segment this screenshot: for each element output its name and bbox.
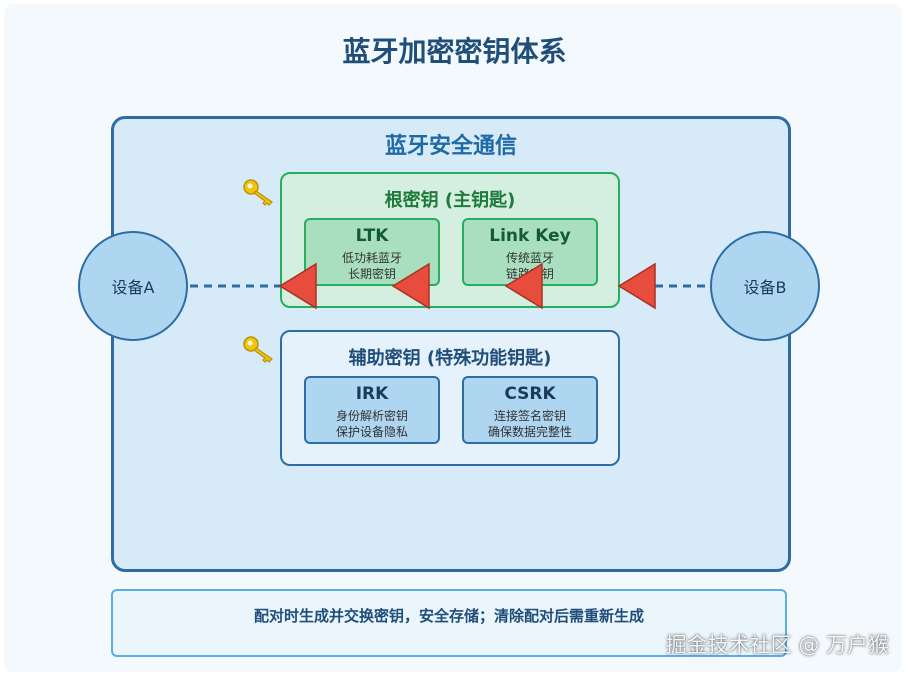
watermark: 掘金技术社区 @ 万户猴 xyxy=(665,633,889,657)
csrk-key-name: CSRK xyxy=(504,384,556,404)
irk-key-desc-line1: 身份解析密钥 xyxy=(335,409,408,423)
device-b-label: 设备B xyxy=(743,278,787,297)
panel-title: 蓝牙安全通信 xyxy=(384,134,517,159)
csrk-key-desc-line2: 确保数据完整性 xyxy=(487,425,572,439)
csrk-key-desc-line1: 连接签名密钥 xyxy=(493,409,566,423)
ltk-key-desc-line2: 长期密钥 xyxy=(347,267,396,281)
key-icon xyxy=(243,179,273,206)
device-a-label: 设备A xyxy=(111,278,155,297)
footer-note-text: 配对时生成并交换密钥，安全存储；清除配对后需重新生成 xyxy=(253,607,644,625)
irk-key-box: IRK 身份解析密钥 保护设备隐私 xyxy=(304,376,440,444)
ltk-key-desc-line1: 低功耗蓝牙 xyxy=(341,251,402,265)
csrk-key-box: CSRK 连接签名密钥 确保数据完整性 xyxy=(462,376,598,444)
device-b-node: 设备B xyxy=(710,231,820,341)
link-key-desc-line2: 链路密钥 xyxy=(505,267,554,281)
irk-key-desc-line2: 保护设备隐私 xyxy=(335,425,408,439)
root-key-group: 根密钥 (主钥匙) LTK 低功耗蓝牙 长期密钥 Link Key 传统蓝牙 链… xyxy=(280,172,620,308)
irk-key-name: IRK xyxy=(355,384,389,404)
auxiliary-key-group-title: 辅助密钥 (特殊功能钥匙) xyxy=(348,348,552,369)
link-key-desc-line1: 传统蓝牙 xyxy=(505,251,554,265)
ltk-key-name: LTK xyxy=(355,226,389,246)
ltk-key-box: LTK 低功耗蓝牙 长期密钥 xyxy=(304,218,440,286)
key-icon xyxy=(243,336,273,363)
page-title: 蓝牙加密密钥体系 xyxy=(342,35,567,68)
root-key-group-title: 根密钥 (主钥匙) xyxy=(384,190,516,211)
footer-note-box: 配对时生成并交换密钥，安全存储；清除配对后需重新生成 xyxy=(111,589,787,657)
device-a-node: 设备A xyxy=(78,231,188,341)
link-key-box: Link Key 传统蓝牙 链路密钥 xyxy=(462,218,598,286)
link-key-name: Link Key xyxy=(489,226,571,246)
auxiliary-key-group: 辅助密钥 (特殊功能钥匙) IRK 身份解析密钥 保护设备隐私 CSRK 连接签… xyxy=(280,330,620,466)
